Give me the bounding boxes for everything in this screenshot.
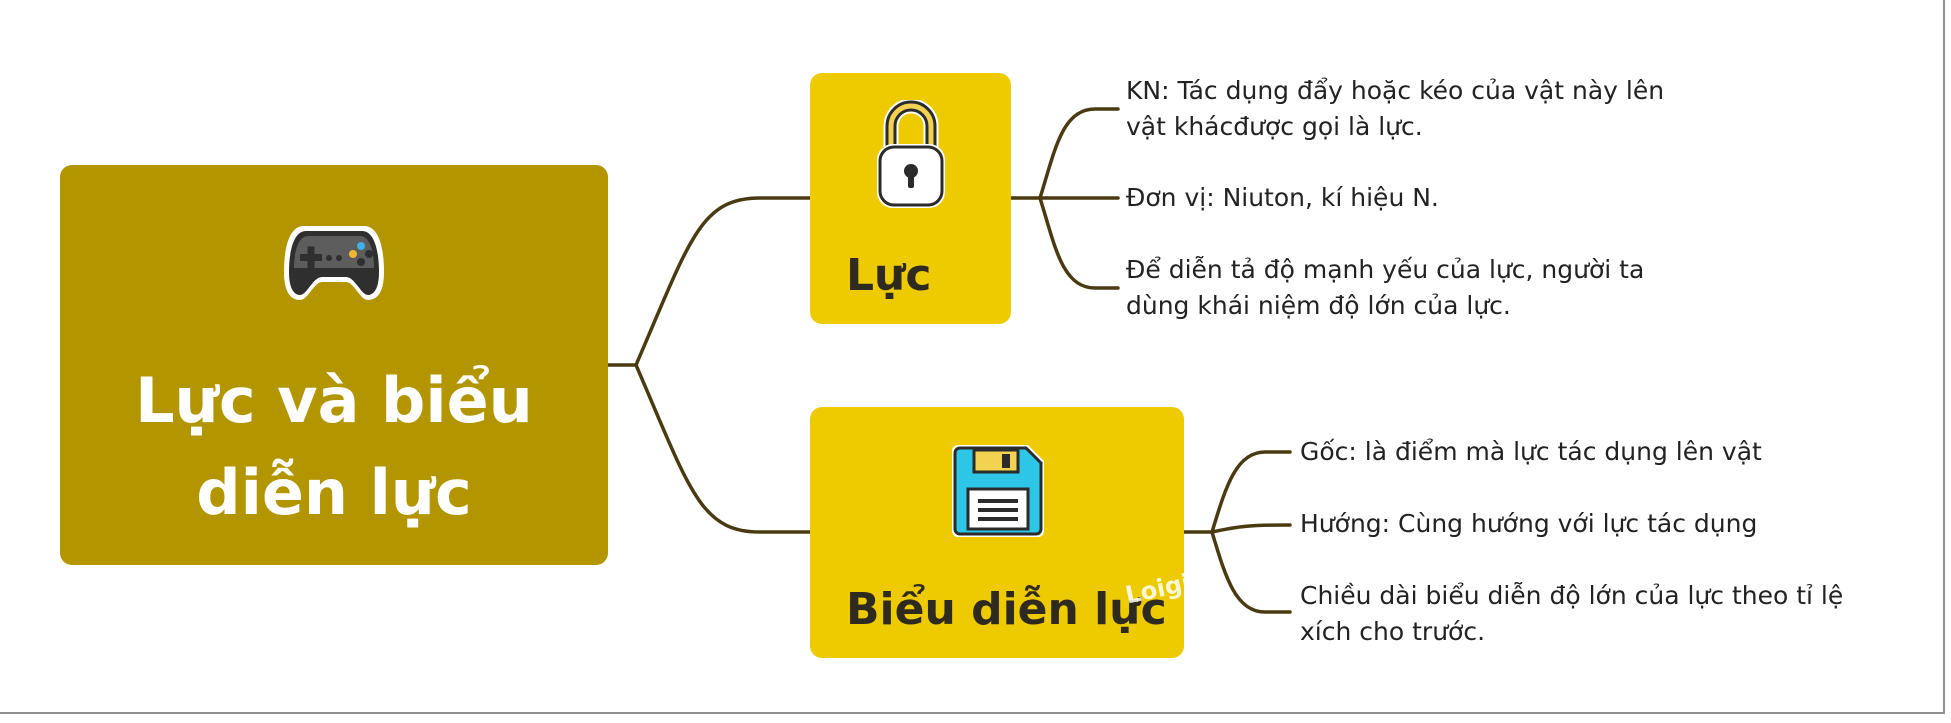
leaf-bd-goc: Gốc: là điểm mà lực tác dụng lên vật	[1300, 437, 1762, 466]
leaf-bd-huong: Hướng: Cùng hướng với lực tác dụng	[1300, 509, 1758, 538]
connector-root-to-bieu-dien	[634, 363, 812, 534]
leaf-luc-don-vi: Đơn vị: Niuton, kí hiệu N.	[1126, 183, 1439, 212]
connector-bd-leaf-1	[1210, 450, 1292, 534]
root-title: Lực và biểu diễn lực	[135, 364, 533, 529]
connector-bd-leaf-3	[1210, 530, 1292, 614]
connector-luc-leaf-3	[1038, 196, 1120, 290]
connector-bd-leaf-2	[1210, 523, 1292, 534]
root-node[interactable]: Lực và biểu diễn lực	[60, 165, 608, 565]
leaf-luc-khai-niem: KN: Tác dụng đẩy hoặc kéo của vật này lê…	[1126, 76, 1665, 141]
connector-luc-leaf-1	[1038, 107, 1120, 200]
branch-label-luc: Lực	[846, 250, 932, 301]
branch-node-bieu-dien-luc[interactable]: Biểu diễn lực	[810, 407, 1184, 658]
gamepad-icon	[284, 226, 384, 300]
leaf-bd-chieu-dai: Chiều dài biểu diễn độ lớn của lực theo …	[1300, 581, 1844, 646]
connector-root-to-luc	[634, 196, 812, 367]
leaf-luc-do-lon: Để diễn tả độ mạnh yếu của lực, người ta…	[1126, 255, 1645, 320]
branch-label-bieu-dien-luc: Biểu diễn lực	[846, 584, 1167, 635]
branch-node-luc[interactable]: Lực	[810, 73, 1011, 324]
floppy-disk-icon	[952, 445, 1044, 537]
padlock-icon	[877, 100, 945, 208]
